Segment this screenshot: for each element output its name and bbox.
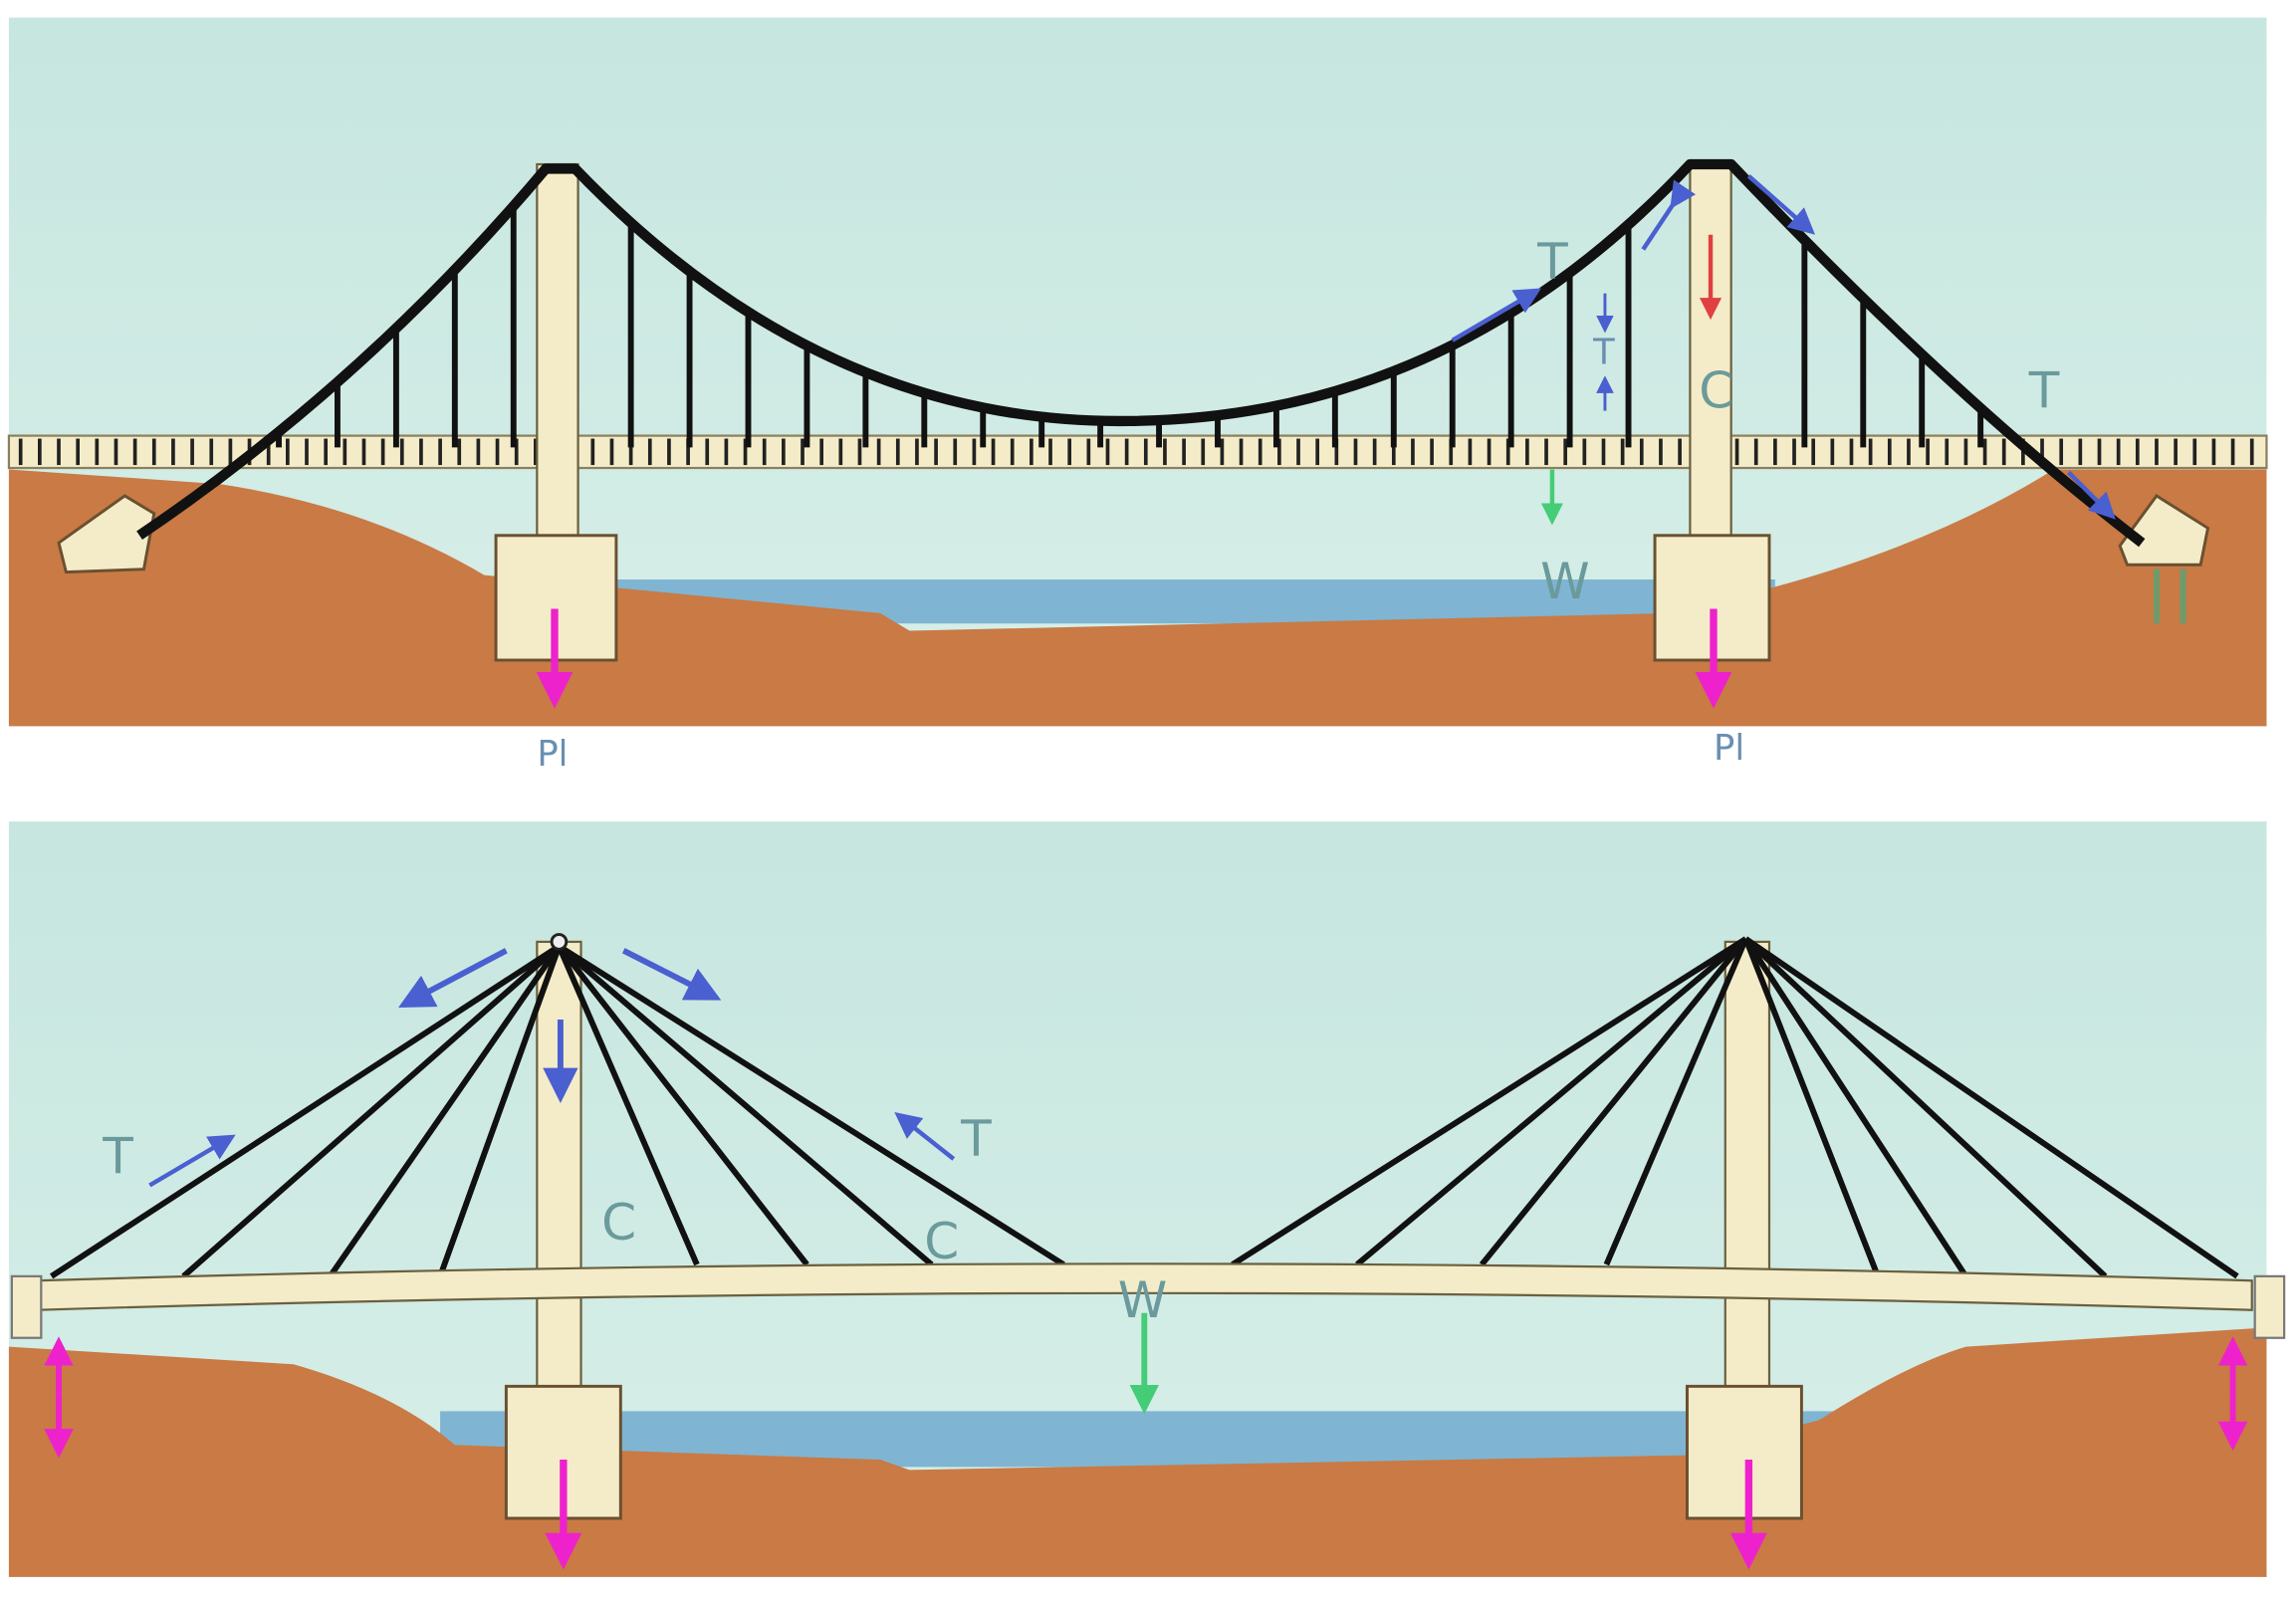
label-tension-left: T <box>102 1128 133 1186</box>
label-weight: W <box>1540 553 1590 610</box>
stay-cable <box>1231 936 1747 1267</box>
right-tower <box>1689 162 1732 540</box>
water <box>440 1411 1834 1468</box>
label-tension-main: T <box>1536 233 1568 291</box>
stay-cable <box>50 943 562 1279</box>
tension-arrow <box>1451 288 1541 343</box>
tension-arrow <box>1641 179 1697 251</box>
stay-cable <box>1742 937 1968 1278</box>
stay-cable <box>1743 936 2108 1279</box>
right-pylon <box>1723 940 1771 1391</box>
left-pylon <box>536 940 582 1391</box>
stay-cable <box>437 945 563 1277</box>
left-abutment <box>10 1274 43 1339</box>
right-pier <box>1685 1384 1803 1520</box>
tension-arrow <box>1746 174 1816 235</box>
left-anchorage <box>57 494 156 574</box>
tension-arrow <box>621 948 722 1001</box>
stay-cable <box>557 943 1065 1267</box>
suspension-bridge-panel: T T C T W Pl Pl <box>7 17 2268 775</box>
label-tension-hanger: T <box>1592 332 1615 372</box>
cable-stayed-bridge-panel: T C C T W <box>8 821 2286 1577</box>
label-pier-load-right: Pl <box>1714 728 1744 769</box>
stay-cable <box>557 944 934 1267</box>
tension-arrow <box>894 1112 956 1161</box>
stay-cable <box>1743 936 2239 1279</box>
label-compression-deck: C <box>924 1213 959 1270</box>
label-tension-backstay: T <box>2028 362 2060 420</box>
right-anchorage <box>2118 494 2210 567</box>
tension-arrow <box>2066 470 2116 520</box>
main-cable <box>136 158 2146 548</box>
stay-cable <box>556 945 700 1266</box>
label-compression-tower: C <box>1699 362 1733 420</box>
tension-arrow <box>148 1134 236 1188</box>
stay-cable <box>328 944 562 1278</box>
label-weight: W <box>1118 1271 1168 1329</box>
deck <box>35 1262 2253 1311</box>
label-compression-tower: C <box>601 1194 636 1252</box>
stay-cable <box>1603 937 1749 1266</box>
stay-cable <box>1355 936 1748 1267</box>
pylon-top <box>550 933 569 951</box>
tension-arrow <box>398 948 508 1009</box>
stay-cable <box>1479 937 1748 1266</box>
ground <box>8 469 2267 727</box>
left-tower <box>536 162 579 540</box>
label-pier-load-left: Pl <box>537 734 568 775</box>
label-tension-right: T <box>960 1110 992 1168</box>
stay-cable <box>181 944 562 1279</box>
stay-cable <box>1742 937 1881 1277</box>
right-abutment <box>2253 1274 2286 1339</box>
stay-cables <box>50 936 2239 1279</box>
stay-cable <box>557 944 809 1266</box>
